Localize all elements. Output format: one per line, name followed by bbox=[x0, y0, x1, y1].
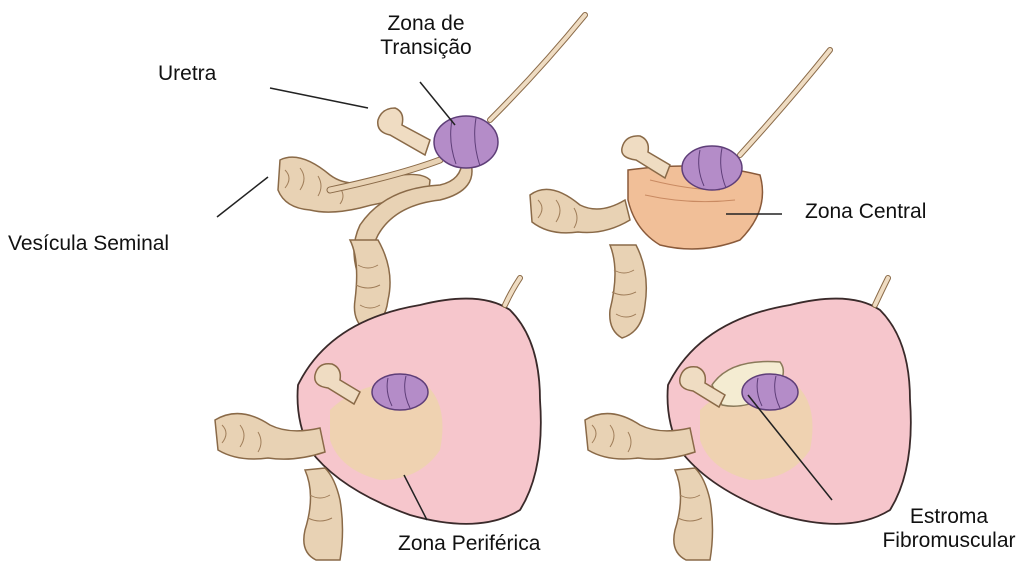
label-seminal-vesicle: Vesícula Seminal bbox=[8, 232, 169, 256]
label-stroma-line1: Estroma bbox=[874, 505, 1024, 529]
label-fibromuscular-stroma: Estroma Fibromuscular bbox=[874, 505, 1024, 553]
panel-central-zone bbox=[530, 50, 830, 338]
leader-line-vesicle bbox=[217, 177, 268, 217]
label-stroma-line2: Fibromuscular bbox=[874, 529, 1024, 553]
panel-peripheral-zone bbox=[215, 278, 541, 560]
transition-zone-shape bbox=[434, 116, 498, 168]
leader-line-urethra bbox=[270, 88, 368, 108]
label-urethra: Uretra bbox=[158, 62, 216, 86]
label-transition-zone-line2: Transição bbox=[366, 36, 486, 60]
label-transition-zone: Zona de Transição bbox=[366, 12, 486, 60]
leader-line-transition bbox=[420, 82, 455, 125]
urethra-stub-shape bbox=[378, 108, 430, 155]
panel-transition-zone bbox=[278, 15, 585, 330]
label-peripheral-zone: Zona Periférica bbox=[398, 532, 540, 556]
label-central-zone: Zona Central bbox=[805, 200, 926, 224]
label-transition-zone-line1: Zona de bbox=[366, 12, 486, 36]
